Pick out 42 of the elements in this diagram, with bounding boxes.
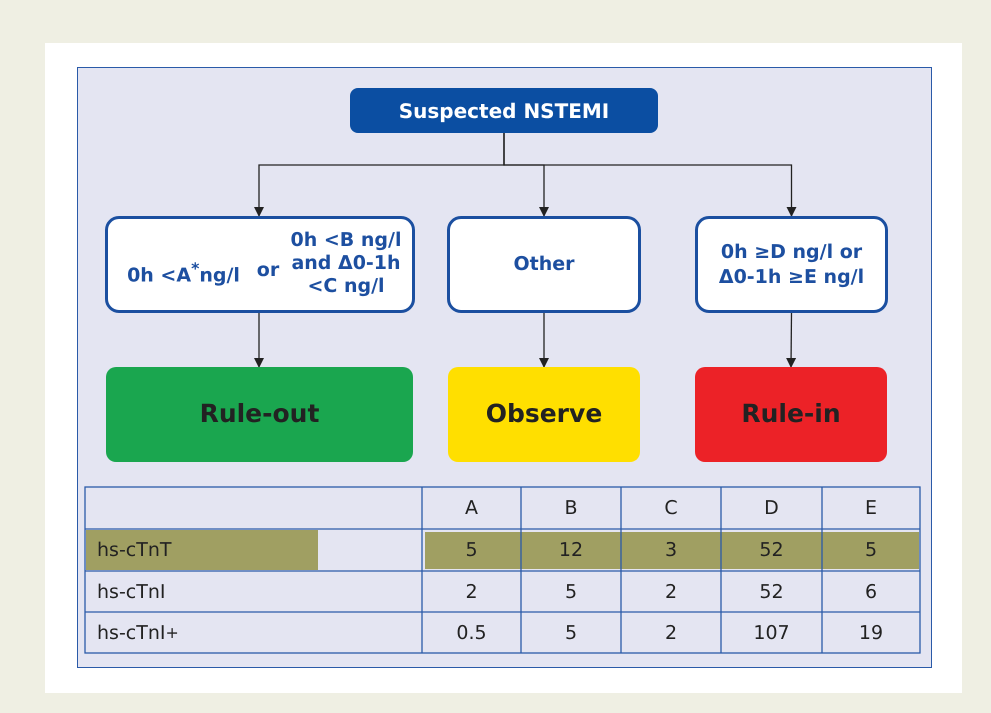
result-box — [448, 367, 640, 462]
table-value: 5 — [464, 538, 479, 563]
result-box — [695, 367, 887, 462]
node-text: Rule-in — [740, 398, 842, 430]
node-text: Observe — [484, 398, 604, 430]
node-text: 0h <A$^{*}$ng/l — [126, 259, 241, 288]
criteria-box — [695, 216, 888, 313]
table-value: 3 — [664, 538, 678, 563]
node-text: 0h ≥D ng/l or Δ0-1h ≥E ng/l — [718, 240, 866, 290]
arrow — [503, 133, 796, 217]
table-value: 0.5 — [455, 620, 488, 646]
column-header: E — [864, 496, 878, 521]
table-value: 6 — [864, 580, 878, 604]
result-box — [106, 367, 413, 462]
arrow — [786, 313, 796, 368]
table-value: 2 — [664, 620, 678, 646]
node-text: Rule-out — [198, 398, 320, 430]
node-text: or — [256, 259, 280, 282]
arrow — [254, 313, 264, 368]
node-text: Suspected NSTEMI — [398, 98, 610, 124]
criteria-box — [447, 216, 641, 313]
table-value: 2 — [664, 580, 678, 604]
table-value: 5 — [564, 580, 578, 604]
node-text: 0h <B ng/l and Δ0-1h <C ng/l — [290, 229, 402, 298]
row-header: hs-cTnI — [97, 580, 166, 604]
criteria-box — [105, 216, 415, 313]
row-header: hs-cTnT — [97, 538, 172, 563]
table-value: 52 — [758, 538, 785, 563]
column-header: B — [563, 496, 579, 521]
column-header: A — [464, 496, 479, 521]
start-box — [350, 88, 658, 133]
table-value: 12 — [558, 538, 584, 563]
table-value: 19 — [858, 620, 884, 646]
table-value: 5 — [564, 620, 578, 646]
column-header: C — [663, 496, 679, 521]
node-text: Other — [512, 252, 576, 277]
table-value: 107 — [752, 620, 791, 646]
arrow — [539, 313, 549, 368]
table-value: 52 — [758, 580, 785, 604]
table-value: 5 — [864, 538, 878, 563]
table-value: 2 — [464, 580, 479, 604]
column-header: D — [763, 496, 780, 521]
